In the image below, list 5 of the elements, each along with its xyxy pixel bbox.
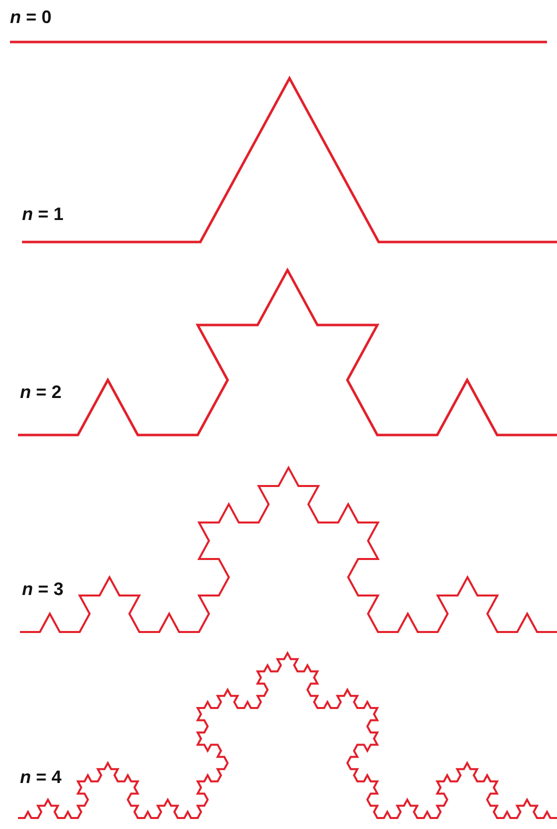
iteration-label: n = 1 <box>22 205 64 223</box>
iteration-label: n = 4 <box>20 768 62 786</box>
iteration-label: n = 2 <box>20 383 62 401</box>
iteration-label: n = 3 <box>22 580 64 598</box>
iteration-label: n = 0 <box>10 8 52 26</box>
